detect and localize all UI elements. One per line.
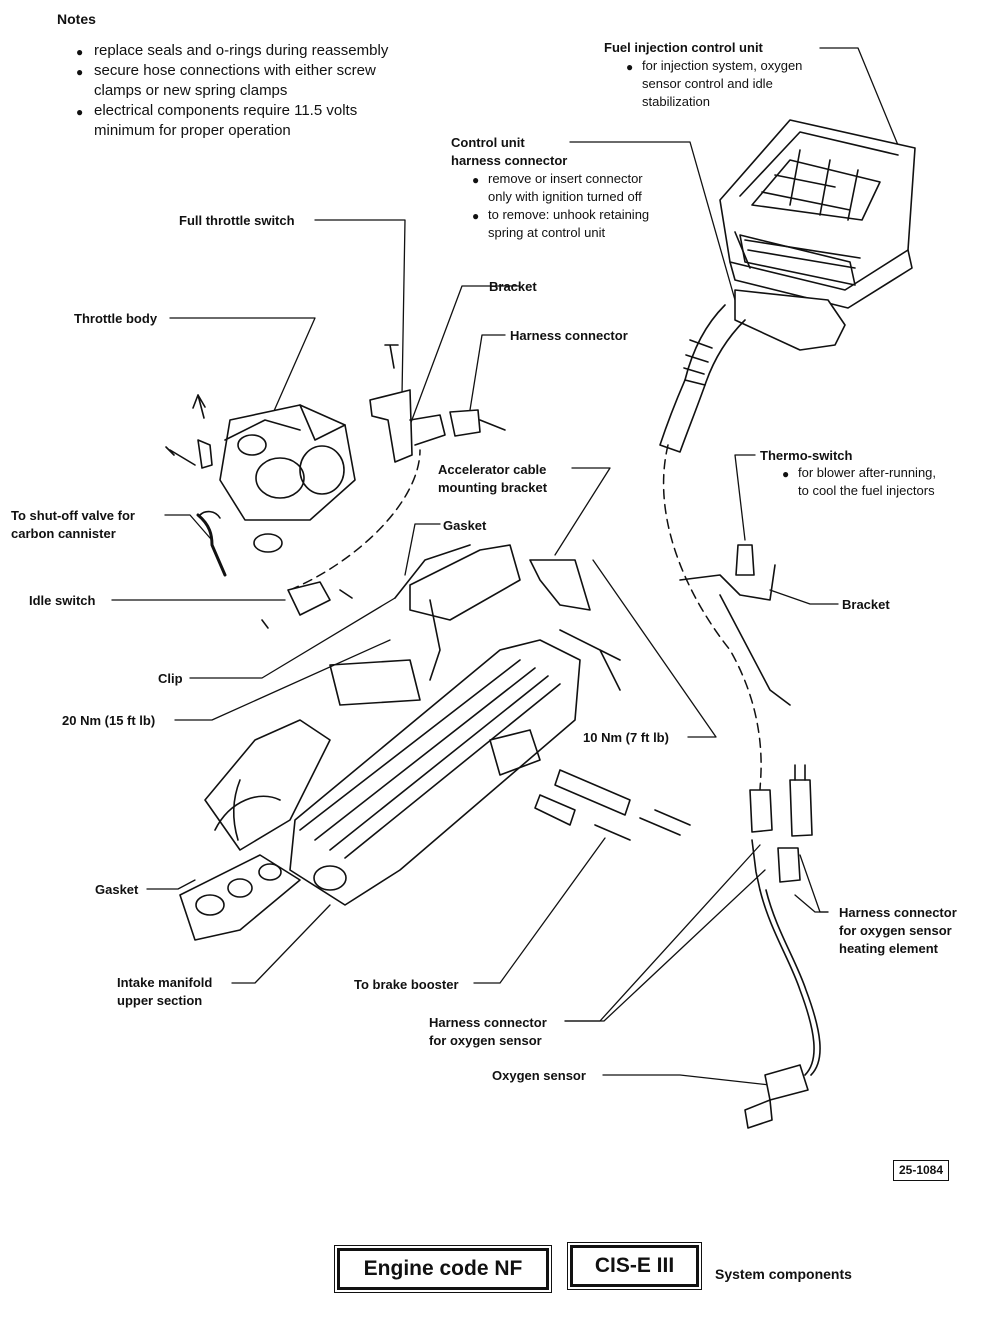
bullet: ● (76, 45, 84, 59)
label-throttle-body: Throttle body (74, 311, 158, 326)
label-harness-o2: for oxygen sensor (429, 1033, 542, 1048)
throttle-switch-drawing (369, 344, 506, 463)
label-full-throttle-switch: Full throttle switch (179, 213, 295, 228)
control-unit-drawing (659, 119, 916, 453)
label-accelerator-cable: mounting bracket (438, 480, 548, 495)
bullet: ● (76, 65, 84, 79)
label-thermo-switch: Thermo-switch (760, 448, 853, 463)
label-shutoff-valve: carbon cannister (11, 526, 116, 541)
label-sub: for blower after-running, (798, 465, 937, 480)
label-clip: Clip (158, 671, 183, 686)
engine-code-box: Engine code NF (337, 1248, 549, 1290)
label-sub: spring at control unit (488, 225, 606, 240)
label-shutoff-valve: To shut-off valve for (11, 508, 135, 523)
label-sub: to cool the fuel injectors (798, 483, 935, 498)
bullet: ● (626, 60, 634, 74)
label-sub: to remove: unhook retaining (488, 207, 650, 222)
label-harness-o2: Harness connector (429, 1015, 547, 1030)
idle-switch-drawing (261, 581, 353, 629)
bullet: ● (76, 105, 84, 119)
label-sub: remove or insert connector (488, 171, 643, 186)
label-harness-o2-heating: heating element (839, 941, 938, 956)
label-torque-10: 10 Nm (7 ft lb) (583, 730, 669, 745)
label-control-unit-harness: Control unit (451, 135, 525, 150)
label-bracket-top: Bracket (489, 279, 537, 294)
label-gasket-bottom: Gasket (95, 882, 139, 897)
bullet: ● (472, 173, 480, 187)
label-accelerator-cable: Accelerator cable (438, 462, 547, 477)
label-sub: stabilization (642, 94, 710, 109)
footer-caption: System components (715, 1266, 852, 1282)
label-harness-connector-top: Harness connector (510, 328, 628, 343)
note-item: replace seals and o-rings during reassem… (94, 42, 389, 59)
brake-hose-drawing (534, 769, 691, 841)
label-sub: only with ignition turned off (488, 189, 642, 204)
label-gasket-top: Gasket (443, 518, 487, 533)
bullet: ● (782, 467, 790, 481)
label-idle-switch: Idle switch (29, 593, 96, 608)
thermo-switch-drawing (679, 544, 791, 706)
note-item: minimum for proper operation (94, 122, 291, 139)
intake-manifold-drawing (179, 544, 621, 941)
o2-connectors-drawing (744, 764, 821, 1129)
label-harness-o2-heating: for oxygen sensor (839, 923, 952, 938)
label-sub: for injection system, oxygen (642, 58, 803, 73)
label-intake-manifold: upper section (117, 993, 203, 1008)
note-item: electrical components require 11.5 volts (94, 102, 358, 119)
label-torque-20: 20 Nm (15 ft lb) (62, 713, 156, 728)
note-item: clamps or new spring clamps (94, 82, 288, 99)
bullet: ● (472, 209, 480, 223)
label-brake-booster: To brake booster (354, 977, 459, 992)
throttle-body-drawing (165, 394, 356, 577)
label-oxygen-sensor: Oxygen sensor (492, 1068, 586, 1083)
label-bracket-right: Bracket (842, 597, 890, 612)
note-item: secure hose connections with either scre… (94, 62, 376, 79)
label-fuel-injection-control-unit: Fuel injection control unit (604, 40, 763, 55)
system-box: CIS-E III (570, 1245, 699, 1287)
label-harness-o2-heating: Harness connector (839, 905, 957, 920)
label-sub: sensor control and idle (642, 76, 773, 91)
label-intake-manifold: Intake manifold (117, 975, 213, 990)
dashed-wires (289, 444, 762, 791)
label-control-unit-harness: harness connector (451, 153, 568, 168)
notes-title: Notes (57, 11, 96, 27)
figure-code: 25-1084 (893, 1160, 949, 1181)
